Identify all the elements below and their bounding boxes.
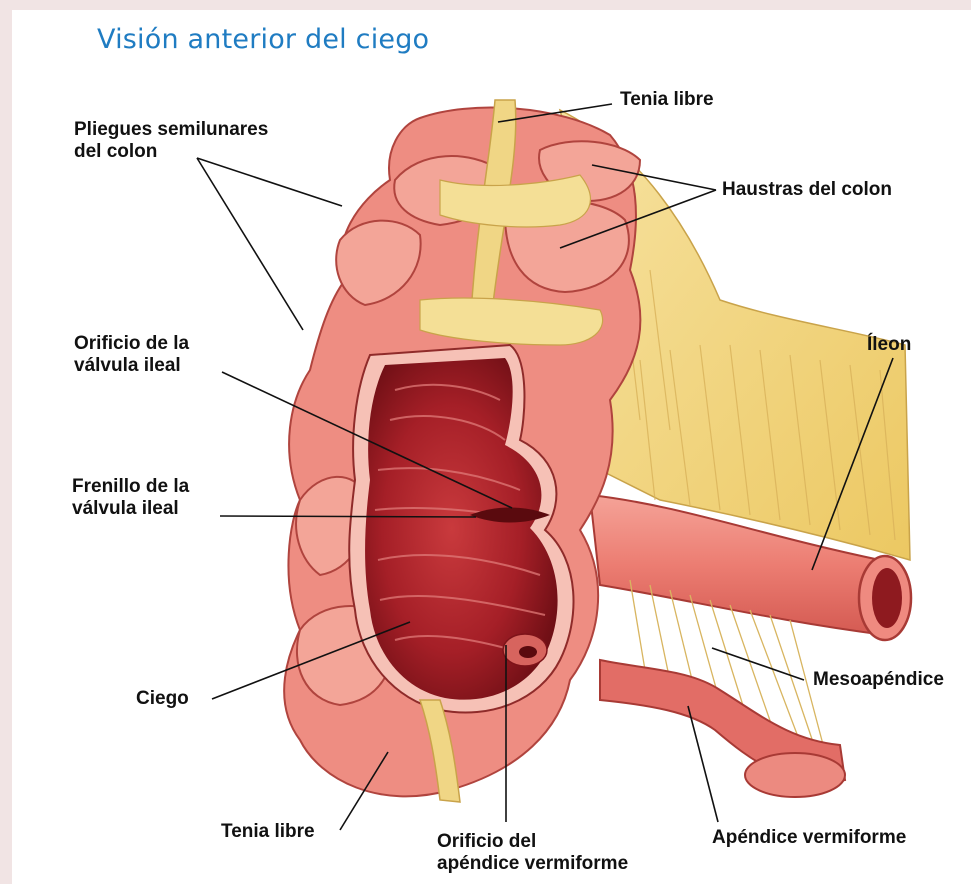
leader-mesoapendice — [712, 648, 804, 680]
label-frenillo-line1: Frenillo de la — [72, 476, 189, 498]
label-pliegues-line1: Pliegues semilunares — [74, 119, 268, 141]
label-apendice-vermiforme: Apéndice vermiforme — [712, 827, 906, 849]
leader-pliegues-2 — [197, 158, 303, 330]
leader-pliegues-1 — [197, 158, 342, 206]
label-ciego: Ciego — [136, 688, 189, 710]
label-frenillo-line2: válvula ileal — [72, 498, 189, 520]
label-frenillo-valvula-ileal: Frenillo de la válvula ileal — [72, 476, 189, 520]
figure-title: Visión anterior del ciego — [97, 24, 429, 55]
label-orificio-valvula-line2: válvula ileal — [74, 355, 189, 377]
label-pliegues-line2: del colon — [74, 141, 268, 163]
label-haustras: Haustras del colon — [722, 179, 892, 201]
label-tenia-libre-top: Tenia libre — [620, 89, 714, 111]
label-orificio-apendice-line1: Orificio del — [437, 831, 628, 853]
label-orificio-apendice: Orificio del apéndice vermiforme — [437, 831, 628, 875]
label-pliegues-semilunares: Pliegues semilunares del colon — [74, 119, 268, 163]
label-orificio-valvula-ileal: Orificio de la válvula ileal — [74, 333, 189, 377]
label-tenia-libre-bottom: Tenia libre — [221, 821, 315, 843]
label-orificio-valvula-line1: Orificio de la — [74, 333, 189, 355]
leader-frenillo — [220, 516, 476, 517]
label-orificio-apendice-line2: apéndice vermiforme — [437, 853, 628, 875]
label-ileon: Íleon — [867, 334, 911, 356]
label-mesoapendice: Mesoapéndice — [813, 669, 944, 691]
